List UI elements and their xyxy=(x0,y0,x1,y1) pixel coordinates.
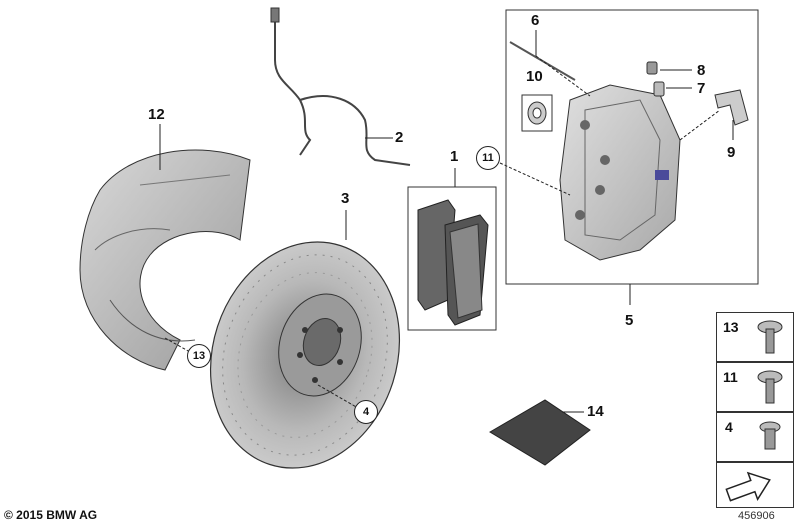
circled-callout-13: 13 xyxy=(187,344,211,368)
callout-2: 2 xyxy=(395,129,404,146)
callout-5: 5 xyxy=(625,312,634,329)
hardware-label-13: 13 xyxy=(723,319,739,335)
callout-6: 6 xyxy=(531,12,540,29)
leader-caliper-bolt xyxy=(499,162,571,196)
bolt-icon xyxy=(757,370,783,404)
callout-3: 3 xyxy=(341,190,350,207)
bolt-icon xyxy=(757,320,783,354)
leader-6b xyxy=(535,55,591,97)
copyright: © 2015 BMW AG xyxy=(4,508,98,522)
callout-10: 10 xyxy=(526,68,543,85)
brake-disc xyxy=(209,241,401,469)
callout-9: 9 xyxy=(727,144,736,161)
bleed-screw xyxy=(653,81,665,97)
arrow-icon xyxy=(725,471,771,502)
callout-12: 12 xyxy=(148,106,165,123)
bleed-cap xyxy=(646,61,658,75)
callout-8: 8 xyxy=(697,62,706,79)
spring-bracket xyxy=(714,89,749,126)
leader-rotor-bolt xyxy=(317,384,359,409)
leader-9b xyxy=(679,109,721,141)
callout-1: 1 xyxy=(450,148,459,165)
caliper xyxy=(559,84,681,261)
bolt-icon xyxy=(759,421,781,450)
hardware-row-4: 4 xyxy=(716,412,794,462)
hardware-row-arrow xyxy=(716,462,794,508)
callout-14: 14 xyxy=(587,403,604,420)
hardware-row-13: 13 xyxy=(716,312,794,362)
wear-sensor xyxy=(270,7,411,166)
pin-part xyxy=(509,41,576,81)
circled-callout-4: 4 xyxy=(354,400,378,424)
image-number: 456906 xyxy=(738,510,775,522)
brake-pads xyxy=(417,199,489,326)
callout-7: 7 xyxy=(697,80,706,97)
hardware-row-11: 11 xyxy=(716,362,794,412)
grease-pad xyxy=(489,399,591,466)
hardware-label-11: 11 xyxy=(723,369,738,385)
dust-shield xyxy=(79,149,251,371)
hardware-label-4: 4 xyxy=(725,419,733,435)
circled-callout-11: 11 xyxy=(476,146,500,170)
